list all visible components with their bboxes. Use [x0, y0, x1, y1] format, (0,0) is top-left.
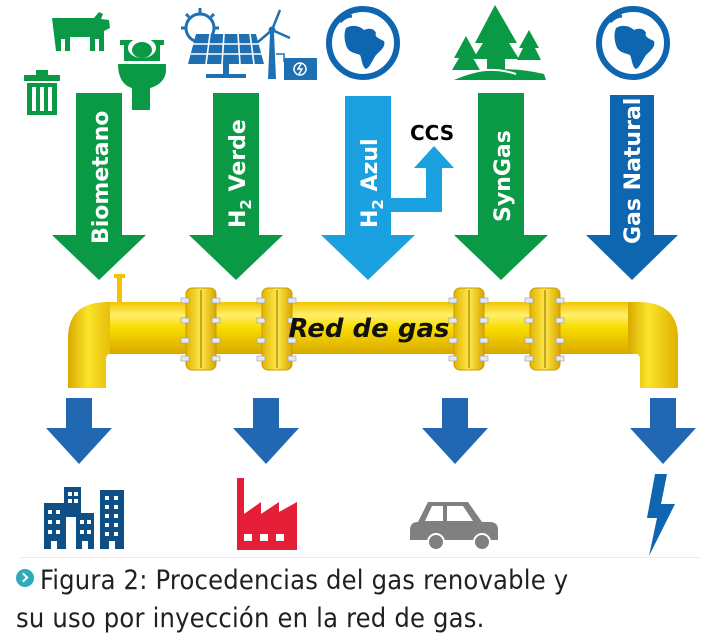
source-arrow-h2-azul: H2 Azul	[321, 96, 454, 280]
source-label-h2-verde: H2 Verde	[226, 119, 255, 228]
caption-text-2: su uso por inyección en la red de gas.	[16, 603, 485, 634]
source-label-h2-azul: H2 Azul	[358, 138, 387, 228]
pipe-flange	[448, 287, 489, 371]
factory-icon	[237, 478, 297, 550]
trash-bin-icon	[24, 70, 60, 115]
source-arrow-gas-natural: Gas Natural	[586, 95, 678, 280]
lightning-bolt-icon	[647, 474, 675, 556]
output-arrow	[630, 398, 696, 464]
chevron-right-icon	[16, 569, 34, 587]
ccs-label: CCS	[410, 121, 454, 145]
caption-line-2: su uso por inyección en la red de gas.	[16, 600, 716, 638]
source-arrow-biometano: Biometano	[52, 93, 146, 280]
cow-icon	[52, 12, 110, 51]
car-icon	[410, 502, 498, 551]
pipe-label: Red de gas	[289, 314, 450, 344]
pipe-flange	[180, 287, 221, 371]
toilet-icon	[118, 38, 166, 110]
globe-icon	[326, 6, 400, 80]
globe-icon	[596, 6, 670, 80]
output-arrow	[46, 398, 112, 464]
buildings-icon	[44, 487, 124, 549]
output-arrow	[422, 398, 488, 464]
source-label-syngas: SynGas	[491, 130, 516, 222]
source-label-biometano: Biometano	[89, 111, 114, 244]
pipe-flange	[256, 287, 297, 371]
battery-icon	[284, 58, 317, 80]
wind-turbine-icon	[257, 9, 291, 79]
source-arrow-h2-verde: H2 Verde	[189, 93, 283, 280]
source-arrow-syngas: SynGas	[454, 93, 548, 280]
pipe-flange	[524, 287, 565, 371]
output-arrow	[233, 398, 299, 464]
gas-network-diagram: Biometano H2 Verde H2 Azul CCS SynGas Ga…	[24, 5, 696, 556]
forest-icon	[452, 5, 546, 80]
source-label-gas-natural: Gas Natural	[621, 98, 646, 244]
figure-caption: Figura 2: Procedencias del gas renovable…	[16, 562, 716, 638]
gas-pipe: Red de gas	[68, 274, 678, 388]
caption-divider	[20, 557, 700, 558]
solar-panel-icon	[181, 8, 264, 78]
caption-text-1: Figura 2: Procedencias del gas renovable…	[40, 565, 569, 596]
caption-line-1: Figura 2: Procedencias del gas renovable…	[16, 562, 716, 600]
